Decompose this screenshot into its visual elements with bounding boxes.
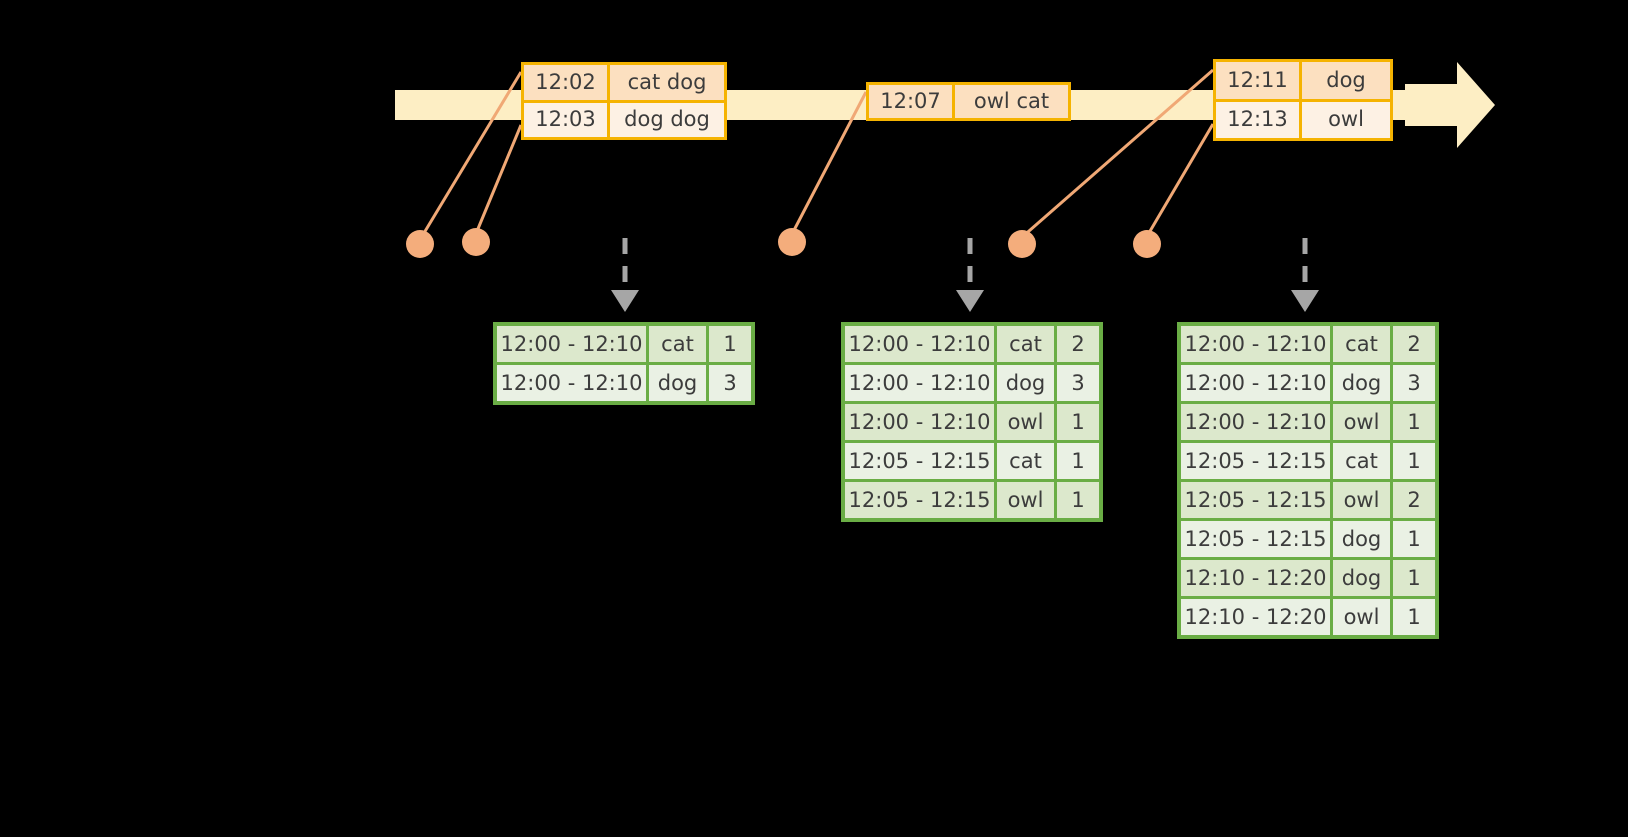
event-group-2: 12:07 owl cat [866, 82, 1071, 121]
cell-window: 12:05 - 12:15 [845, 443, 997, 479]
event-group-3: 12:11 dog 12:13 owl [1213, 59, 1393, 141]
cell-count: 2 [1393, 326, 1435, 362]
cell-count: 2 [1393, 482, 1435, 518]
event-dot-1211 [1008, 230, 1036, 258]
cell-count: 1 [1057, 443, 1099, 479]
cell-count: 1 [1057, 482, 1099, 518]
cell-window: 12:05 - 12:15 [1181, 521, 1333, 557]
cell-key: owl [1333, 599, 1393, 635]
event-row: 12:11 dog [1216, 62, 1390, 99]
cell-count: 1 [1393, 560, 1435, 596]
event-value: cat dog [610, 65, 724, 100]
cell-key: owl [1333, 482, 1393, 518]
cell-count: 1 [1393, 521, 1435, 557]
cell-window: 12:10 - 12:20 [1181, 560, 1333, 596]
cell-window: 12:05 - 12:15 [845, 482, 997, 518]
cell-window: 12:10 - 12:20 [1181, 599, 1333, 635]
cell-key: owl [997, 482, 1057, 518]
cell-key: cat [997, 443, 1057, 479]
cell-count: 1 [709, 326, 751, 362]
event-row: 12:07 owl cat [869, 85, 1068, 118]
cell-key: cat [1333, 326, 1393, 362]
cell-count: 2 [1057, 326, 1099, 362]
cell-count: 1 [1393, 443, 1435, 479]
dashed-arrow-1 [611, 238, 639, 312]
cell-window: 12:00 - 12:10 [845, 404, 997, 440]
cell-window: 12:00 - 12:10 [1181, 365, 1333, 401]
cell-window: 12:00 - 12:10 [1181, 326, 1333, 362]
cell-window: 12:00 - 12:10 [1181, 404, 1333, 440]
cell-key: dog [1333, 560, 1393, 596]
cell-key: owl [997, 404, 1057, 440]
dashed-arrow-2 [956, 238, 984, 312]
event-time: 12:03 [524, 102, 610, 137]
event-row: 12:03 dog dog [524, 99, 724, 137]
event-dot-1202 [406, 230, 434, 258]
cell-key: dog [1333, 521, 1393, 557]
cell-count: 1 [1393, 599, 1435, 635]
cell-key: owl [1333, 404, 1393, 440]
cell-key: cat [1333, 443, 1393, 479]
event-group-1: 12:02 cat dog 12:03 dog dog [521, 62, 727, 140]
cell-key: cat [649, 326, 709, 362]
event-value: dog [1302, 62, 1390, 99]
cell-count: 1 [1393, 404, 1435, 440]
event-value: owl [1302, 101, 1390, 138]
event-dot-1213 [1133, 230, 1161, 258]
event-dot-1203 [462, 228, 490, 256]
cell-count: 3 [1393, 365, 1435, 401]
cell-key: dog [1333, 365, 1393, 401]
cell-key: dog [997, 365, 1057, 401]
cell-key: dog [649, 365, 709, 401]
cell-window: 12:00 - 12:10 [497, 365, 649, 401]
cell-count: 1 [1057, 404, 1099, 440]
dashed-arrow-3 [1291, 238, 1319, 312]
cell-window: 12:00 - 12:10 [845, 326, 997, 362]
event-time: 12:13 [1216, 101, 1302, 138]
event-row: 12:13 owl [1216, 98, 1390, 138]
event-time: 12:07 [869, 85, 955, 118]
cell-window: 12:00 - 12:10 [497, 326, 649, 362]
event-time: 12:02 [524, 65, 610, 100]
cell-window: 12:05 - 12:15 [1181, 443, 1333, 479]
event-value: dog dog [610, 102, 724, 137]
event-dot-1207 [778, 228, 806, 256]
event-row: 12:02 cat dog [524, 65, 724, 100]
cell-count: 3 [1057, 365, 1099, 401]
event-value: owl cat [955, 85, 1068, 118]
cell-count: 3 [709, 365, 751, 401]
cell-window: 12:00 - 12:10 [845, 365, 997, 401]
cell-key: cat [997, 326, 1057, 362]
event-time: 12:11 [1216, 62, 1302, 99]
cell-window: 12:05 - 12:15 [1181, 482, 1333, 518]
